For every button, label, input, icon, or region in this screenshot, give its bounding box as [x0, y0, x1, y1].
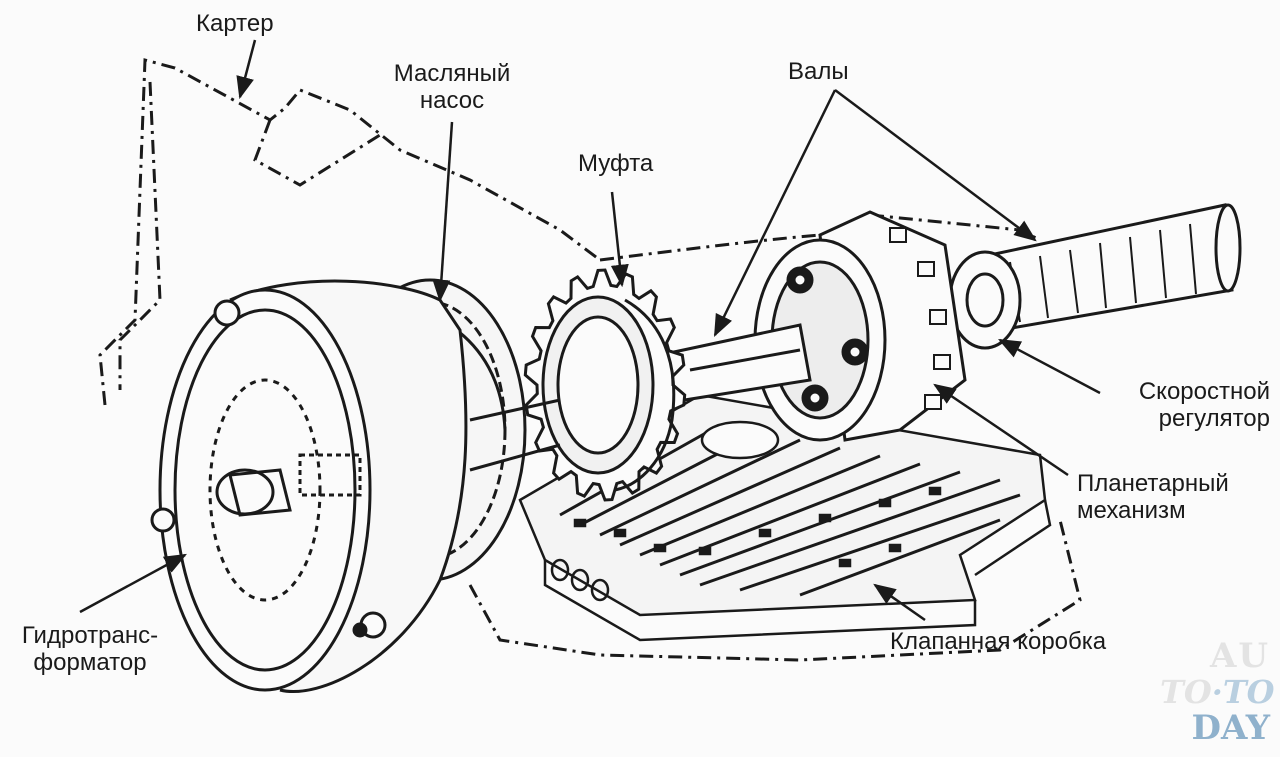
label-planetary-line2: механизм: [1077, 497, 1186, 524]
logo-line2a: TO: [1160, 673, 1212, 711]
karter-arrow: [236, 39, 257, 100]
label-mufta: Муфта: [578, 150, 654, 177]
logo-line3: DAY: [1191, 708, 1270, 748]
label-speed-regulator: Скоростной регулятор: [1060, 378, 1270, 432]
logo-line2: TO·TO: [1160, 673, 1275, 711]
label-valve-box: Клапанная коробка: [890, 628, 1107, 655]
label-torque-converter-line1: Гидротранс-: [21, 622, 159, 649]
torque-conv-arrow: [79, 553, 187, 614]
label-torque-converter-line2: форматор: [33, 649, 147, 676]
label-torque-converter: Гидротранс- форматор: [0, 622, 180, 676]
label-planetary: Планетарный механизм: [1077, 470, 1229, 524]
oil-pump-arrow: [432, 121, 454, 303]
label-oil-pump-line2: насос: [419, 87, 485, 114]
label-valy: Валы: [788, 58, 849, 85]
autotoday-logo: AU TO·TO DAY: [1160, 636, 1275, 748]
logo-line2b: TO: [1222, 673, 1275, 711]
label-oil-pump-line1: Масляный: [393, 60, 511, 87]
planetary-arrow: [933, 383, 1069, 477]
leader-lines: [79, 39, 1101, 622]
torque-converter: [150, 279, 468, 693]
planetary-mechanism: [753, 210, 967, 442]
valy-arrow-1: [713, 89, 837, 338]
logo-line1: AU: [1209, 636, 1270, 676]
label-speed-regulator-line1: Скоростной: [1138, 378, 1270, 405]
label-karter: Картер: [196, 10, 274, 37]
label-oil-pump: Масляный насос: [362, 60, 542, 114]
output-shaft: [948, 203, 1242, 350]
label-planetary-line1: Планетарный: [1077, 470, 1229, 497]
clutch-gear: [523, 268, 687, 502]
speed-reg-arrow: [998, 338, 1101, 395]
valy-arrow-2: [834, 89, 1037, 242]
valve-box-arrow: [873, 583, 926, 622]
label-speed-regulator-line2: регулятор: [1158, 405, 1270, 432]
mufta-arrow: [610, 191, 629, 288]
